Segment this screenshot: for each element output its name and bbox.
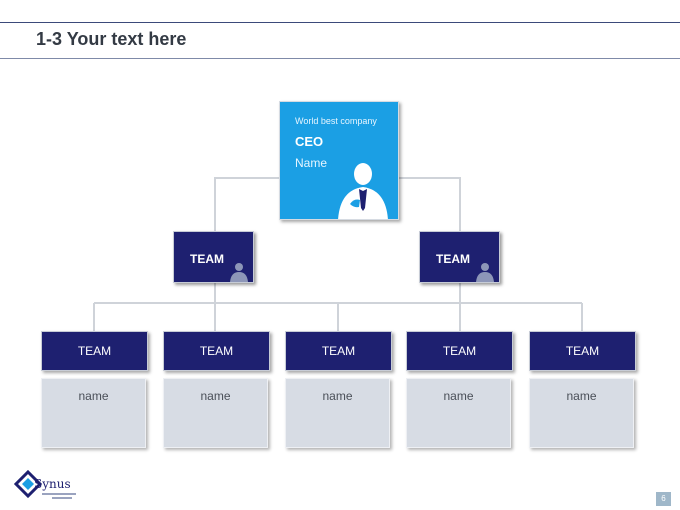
connector-ceo-left (214, 177, 279, 232)
company-logo-text: Synus (34, 477, 71, 491)
page-number: 6 (656, 492, 671, 506)
name-box-2: name (163, 378, 268, 448)
team-box-bottom-3: TEAM (285, 331, 392, 371)
team-box-bottom-5: TEAM (529, 331, 636, 371)
title-top-rule (0, 22, 680, 23)
slide-title: 1-3 Your text here (36, 29, 187, 49)
team-box-mid-right: TEAM (419, 231, 500, 283)
name-box-5: name (529, 378, 634, 448)
company-logo-icon (14, 470, 76, 499)
team-box-bottom-2: TEAM (163, 331, 270, 371)
person-icon (476, 263, 494, 282)
ceo-name: Name (295, 156, 328, 170)
title-bottom-rule (0, 58, 680, 59)
connector-ceo-right (397, 177, 461, 232)
name-box-1: name (41, 378, 146, 448)
team-box-bottom-1: TEAM (41, 331, 148, 371)
ceo-box: World best company CEO Name (279, 101, 399, 220)
person-icon (338, 163, 388, 219)
name-box-4: name (406, 378, 511, 448)
ceo-company: World best company (295, 116, 377, 126)
name-box-3: name (285, 378, 390, 448)
team-label: TEAM (190, 252, 224, 266)
team-box-mid-left: TEAM (173, 231, 254, 283)
team-box-bottom-4: TEAM (406, 331, 513, 371)
ceo-role: CEO (295, 134, 324, 149)
person-icon (230, 263, 248, 282)
team-label: TEAM (436, 252, 470, 266)
